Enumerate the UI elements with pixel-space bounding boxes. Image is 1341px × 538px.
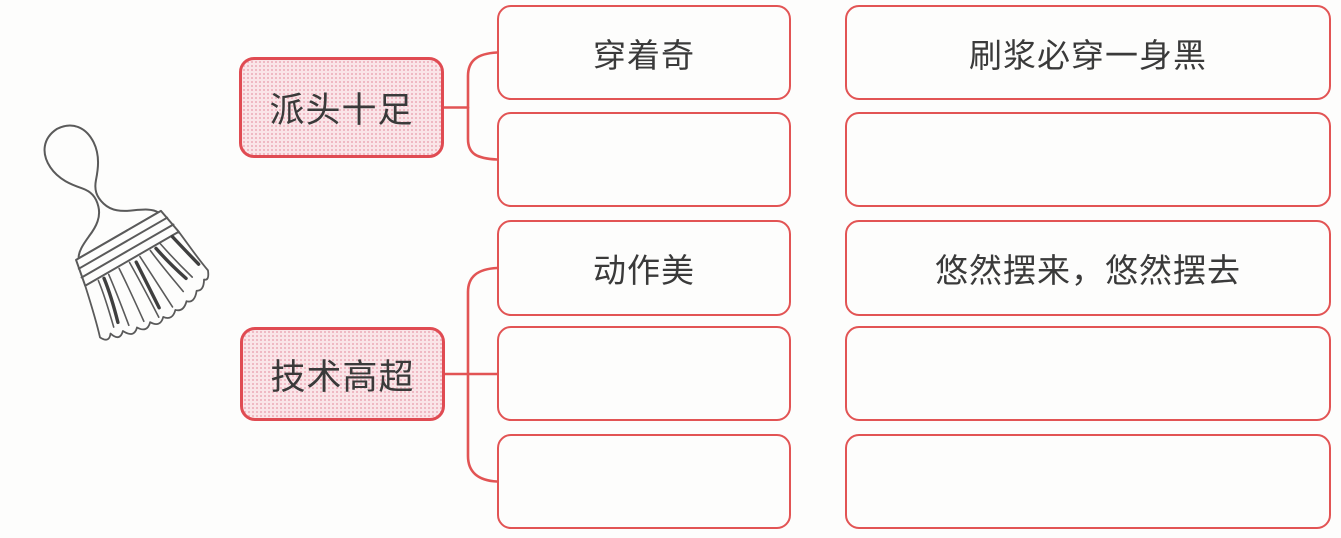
detail-box-3: 悠然摆来，悠然摆去 xyxy=(845,220,1331,316)
trait-box-3-text: 动作美 xyxy=(593,252,695,289)
parent-node-skill-label: 技术高超 xyxy=(270,357,415,397)
trait-box-4-blank xyxy=(497,326,791,421)
connector-group2-bracket xyxy=(466,266,499,483)
parent-node-style-label: 派头十足 xyxy=(269,91,414,130)
connector-group1-bracket xyxy=(466,51,499,161)
detail-box-2-blank xyxy=(845,112,1331,207)
detail-box-5-blank xyxy=(845,434,1331,529)
detail-box-3-text: 悠然摆来，悠然摆去 xyxy=(935,252,1241,289)
detail-box-1-text: 刷浆必穿一身黑 xyxy=(969,36,1207,74)
paintbrush-icon xyxy=(43,124,210,341)
trait-box-1: 穿着奇 xyxy=(497,5,791,100)
trait-box-3: 动作美 xyxy=(497,220,791,316)
detail-box-4-blank xyxy=(845,326,1331,421)
detail-box-1: 刷浆必穿一身黑 xyxy=(845,5,1331,100)
parent-node-skill: 技术高超 xyxy=(240,327,445,421)
parent-node-style: 派头十足 xyxy=(239,57,444,158)
trait-box-1-text: 穿着奇 xyxy=(593,36,695,74)
trait-box-5-blank xyxy=(497,434,791,529)
trait-box-2-blank xyxy=(497,112,791,207)
